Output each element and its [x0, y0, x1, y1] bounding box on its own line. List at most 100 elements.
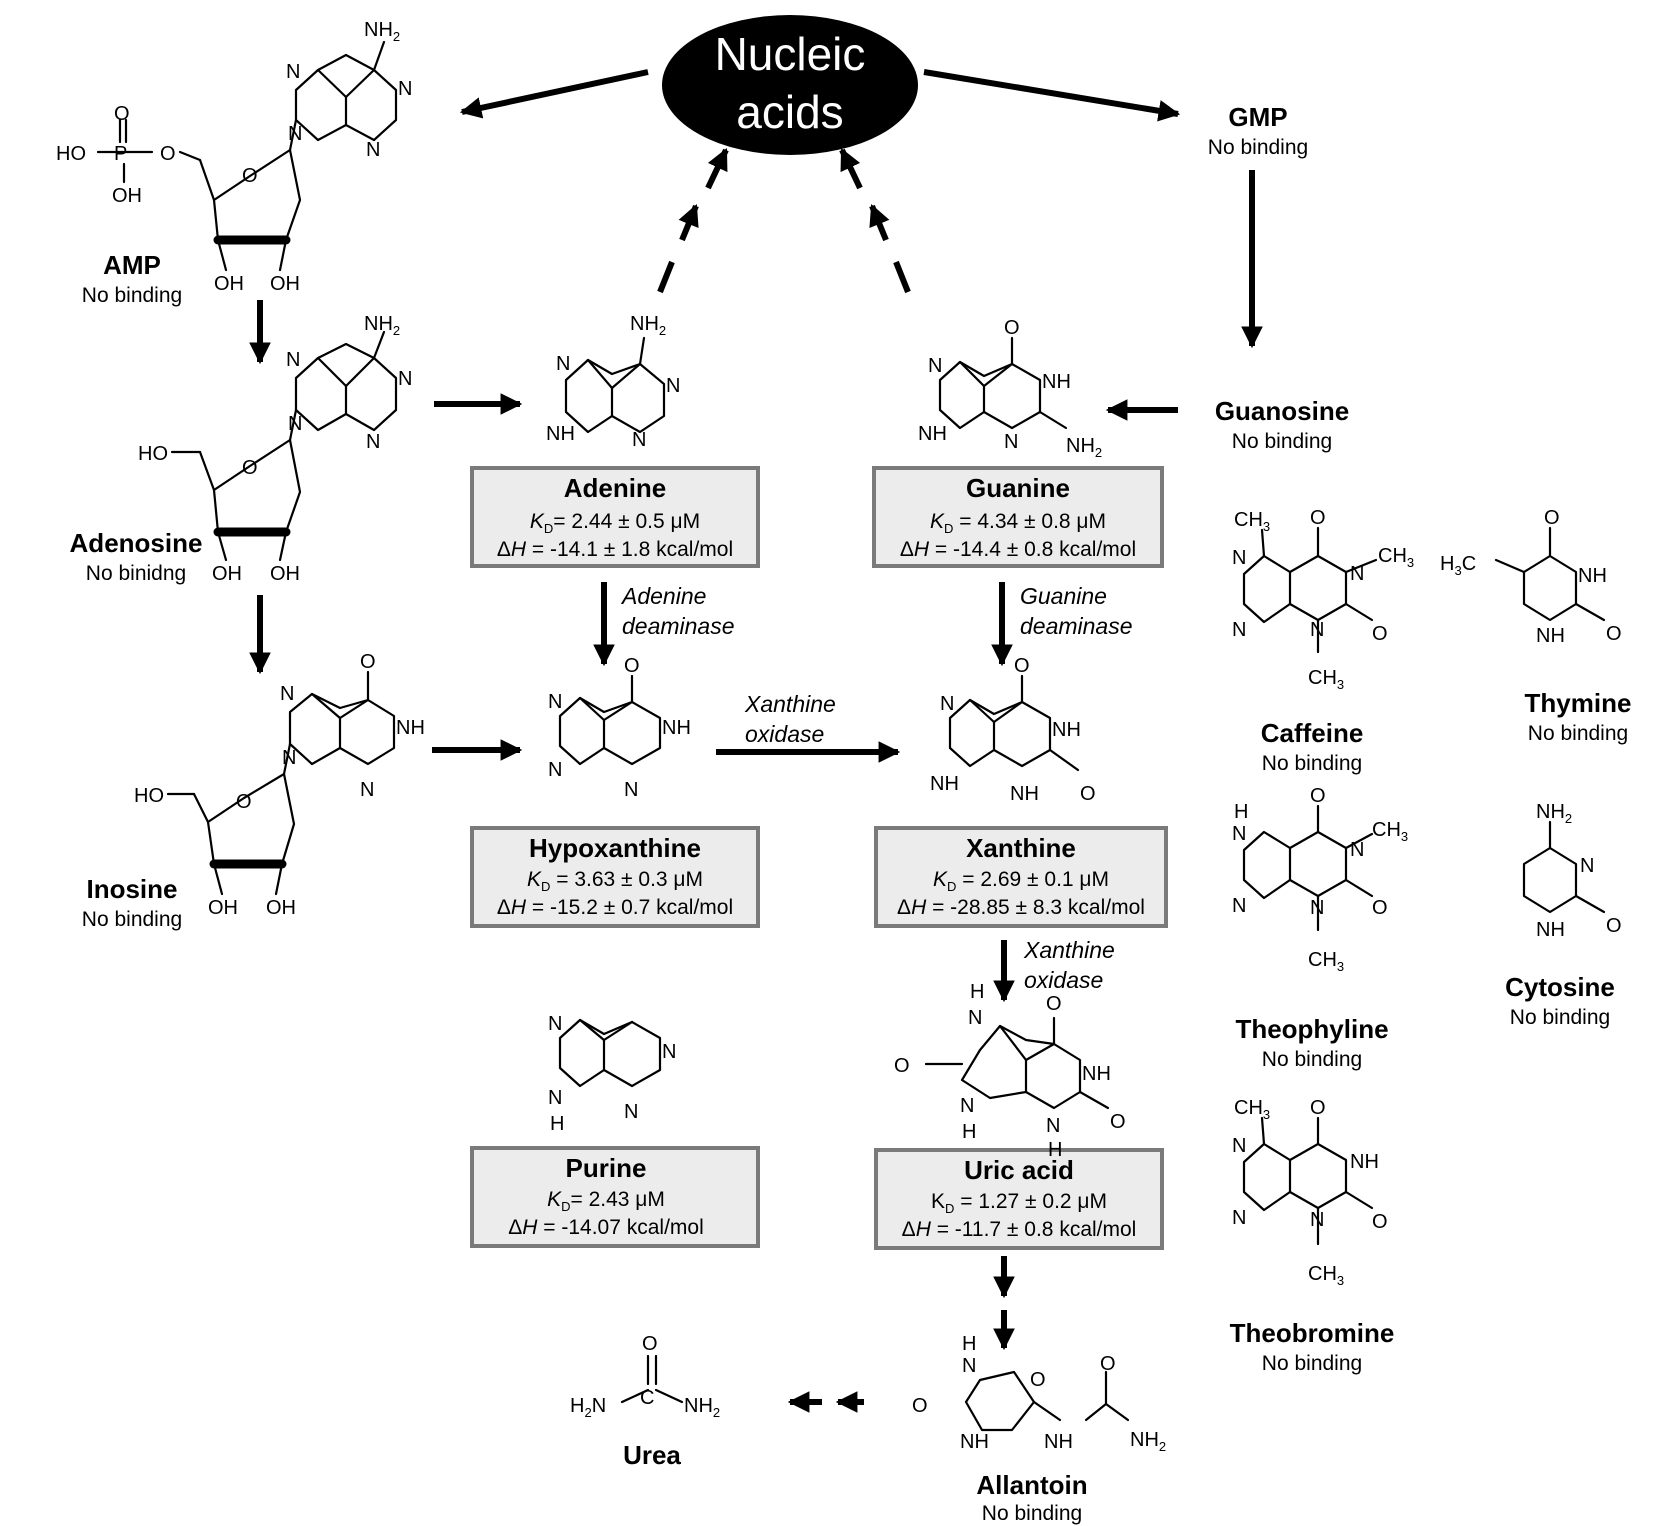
svg-text:Guanosine: Guanosine: [1215, 396, 1349, 426]
svg-text:KD = 3.63 ± 0.3 μM: KD = 3.63 ± 0.3 μM: [527, 868, 703, 894]
svg-text:O: O: [1372, 623, 1388, 645]
svg-text:No binding: No binding: [82, 908, 182, 931]
svg-text:ΔH = -14.07 kcal/mol: ΔH = -14.07 kcal/mol: [508, 1216, 704, 1239]
structure-purine: NN NN H: [548, 1013, 676, 1135]
svg-text:Xanthine: Xanthine: [1023, 937, 1115, 963]
structure-hypoxanthine: ONH NN N: [548, 655, 691, 801]
svg-text:O: O: [242, 165, 258, 187]
svg-text:NH2: NH2: [684, 1395, 720, 1420]
svg-text:P: P: [114, 143, 127, 165]
svg-text:NH: NH: [1536, 919, 1565, 941]
svg-text:Thymine: Thymine: [1525, 688, 1632, 718]
svg-text:NH: NH: [662, 717, 691, 739]
svg-text:N: N: [632, 429, 646, 451]
svg-text:NH2: NH2: [630, 313, 666, 338]
svg-text:N: N: [1310, 1209, 1324, 1231]
svg-text:NH: NH: [918, 423, 947, 445]
svg-text:KD= 2.43 μM: KD= 2.43 μM: [547, 1188, 665, 1214]
svg-text:N: N: [1232, 823, 1246, 845]
structure-urea: OC H2N NH2: [570, 1333, 720, 1420]
arrow-adenine-to-nucleic-dash3: [705, 148, 729, 190]
svg-text:O: O: [242, 457, 258, 479]
box-purine: Purine KD= 2.43 μM ΔH = -14.07 kcal/mol: [470, 1146, 760, 1248]
svg-text:O: O: [1080, 783, 1096, 805]
svg-text:NH: NH: [1042, 371, 1071, 393]
structure-theophyline: ON CH3 ON CH3 NN H: [1232, 785, 1408, 974]
svg-text:O: O: [1004, 317, 1020, 339]
svg-text:Adenosine: Adenosine: [70, 528, 203, 558]
svg-text:GMP: GMP: [1228, 102, 1287, 132]
svg-text:OH: OH: [214, 273, 244, 295]
svg-text:O: O: [1014, 655, 1030, 677]
svg-text:N: N: [1232, 547, 1246, 569]
svg-text:N: N: [624, 779, 638, 801]
svg-text:Adenine: Adenine: [620, 583, 706, 609]
svg-text:O: O: [1100, 1353, 1116, 1375]
svg-text:OH: OH: [112, 185, 142, 207]
svg-text:N: N: [940, 693, 954, 715]
arrow-guanine-to-nucleic-dash1: [893, 260, 911, 294]
label-theophyline: Theophyline No binding: [1235, 1014, 1388, 1071]
svg-text:NH2: NH2: [364, 19, 400, 44]
label-thymine: Thymine No binding: [1525, 688, 1632, 745]
svg-text:H: H: [962, 1333, 976, 1355]
svg-text:Guanine: Guanine: [1020, 583, 1107, 609]
svg-text:NH: NH: [1052, 719, 1081, 741]
svg-text:Theobromine: Theobromine: [1230, 1318, 1395, 1348]
svg-text:O: O: [1030, 1369, 1046, 1391]
svg-text:O: O: [1544, 507, 1560, 529]
svg-text:N: N: [1232, 1207, 1246, 1229]
svg-text:Purine: Purine: [566, 1153, 647, 1183]
label-adenosine: Adenosine No binidng: [70, 528, 203, 585]
svg-text:N: N: [548, 691, 562, 713]
nucleic-acids-label-2: acids: [736, 86, 843, 138]
arrow-guanine-to-nucleic-dash2: [869, 204, 890, 242]
svg-text:KD = 4.34 ± 0.8 μM: KD = 4.34 ± 0.8 μM: [930, 510, 1106, 536]
arrow-adenine-to-nucleic-dash1: [657, 260, 675, 294]
structure-theobromine: ONH ON CH3 NN CH3: [1232, 1097, 1388, 1288]
svg-text:CH3: CH3: [1378, 545, 1414, 570]
svg-text:Allantoin: Allantoin: [976, 1470, 1087, 1500]
svg-text:ΔH = -15.2 ± 0.7 kcal/mol: ΔH = -15.2 ± 0.7 kcal/mol: [497, 896, 733, 919]
label-allantoin: Allantoin No binding: [976, 1470, 1087, 1525]
arrow-adenine-to-nucleic-dash2: [678, 204, 699, 242]
svg-text:N: N: [1310, 619, 1324, 641]
svg-text:H: H: [962, 1121, 976, 1143]
svg-text:N: N: [666, 375, 680, 397]
svg-text:Adenine: Adenine: [564, 473, 667, 503]
svg-text:H: H: [550, 1113, 564, 1135]
svg-text:No binding: No binding: [1510, 1006, 1610, 1029]
svg-text:H3C: H3C: [1440, 553, 1476, 578]
svg-text:N: N: [548, 1013, 562, 1035]
svg-text:N: N: [1232, 1135, 1246, 1157]
svg-text:O: O: [912, 1395, 928, 1417]
svg-text:N: N: [280, 683, 294, 705]
arrow-guanine-to-nucleic-dash3: [839, 148, 863, 190]
svg-text:O: O: [1046, 993, 1062, 1015]
svg-text:oxidase: oxidase: [1024, 967, 1103, 993]
svg-text:O: O: [1372, 897, 1388, 919]
svg-text:N: N: [1350, 839, 1364, 861]
svg-text:O: O: [160, 143, 176, 165]
svg-text:No binding: No binding: [1262, 752, 1362, 775]
svg-text:NH: NH: [930, 773, 959, 795]
svg-text:N: N: [1232, 895, 1246, 917]
svg-text:ΔH = -11.7 ± 0.8 kcal/mol: ΔH = -11.7 ± 0.8 kcal/mol: [902, 1218, 1137, 1241]
label-urea: Urea: [623, 1440, 681, 1470]
svg-text:N: N: [288, 413, 302, 435]
svg-text:NH: NH: [1536, 625, 1565, 647]
svg-text:CH3: CH3: [1234, 1097, 1270, 1122]
svg-text:N: N: [1580, 855, 1594, 877]
svg-text:No binding: No binding: [982, 1502, 1082, 1525]
svg-text:O: O: [1606, 623, 1622, 645]
svg-text:O: O: [236, 791, 252, 813]
enzyme-adenine-deaminase: Adenine deaminase: [620, 583, 735, 639]
structure-uric-acid: ONH NH NH NH OO: [894, 981, 1126, 1161]
svg-text:OH: OH: [212, 563, 242, 585]
structure-xanthine: O NH NH N NH O: [930, 655, 1096, 805]
svg-text:KD = 1.27 ± 0.2 μM: KD = 1.27 ± 0.2 μM: [931, 1190, 1107, 1216]
svg-text:NH: NH: [1010, 783, 1039, 805]
